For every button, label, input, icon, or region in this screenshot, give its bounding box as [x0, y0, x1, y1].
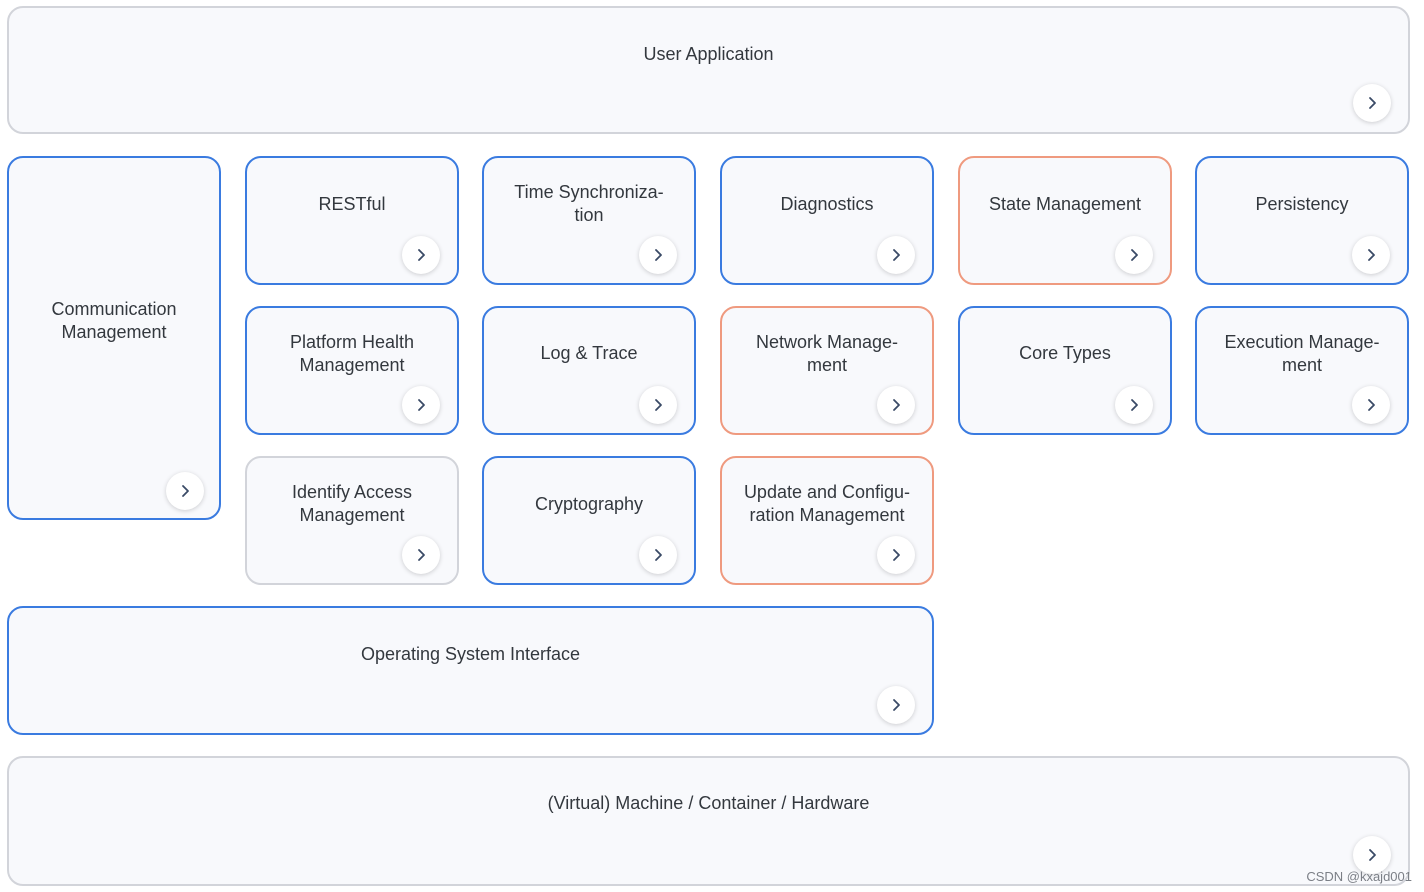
platform-health-management-block[interactable]: Platform Health Management	[245, 306, 459, 435]
cryptography-expand-button[interactable]	[639, 536, 677, 574]
network-management-label: Network Manage- ment	[755, 332, 899, 375]
operating-system-interface-label: Operating System Interface	[360, 644, 581, 664]
chevron-right-icon	[418, 549, 425, 561]
persistency-expand-button[interactable]	[1352, 236, 1390, 274]
chevron-right-icon	[418, 249, 425, 261]
restful-expand-button[interactable]	[402, 236, 440, 274]
user-application-block[interactable]: User Application	[7, 6, 1410, 134]
machine-container-hardware-expand-button[interactable]	[1353, 836, 1391, 874]
operating-system-interface-block[interactable]: Operating System Interface	[7, 606, 934, 735]
identify-access-management-label: Identify Access Management	[291, 482, 413, 525]
platform-health-management-expand-button[interactable]	[402, 386, 440, 424]
network-management-block[interactable]: Network Manage- ment	[720, 306, 934, 435]
core-types-expand-button[interactable]	[1115, 386, 1153, 424]
update-configuration-management-label: Update and Configu- ration Management	[743, 482, 911, 525]
diagnostics-expand-button[interactable]	[877, 236, 915, 274]
chevron-right-icon	[1368, 399, 1375, 411]
chevron-right-icon	[655, 399, 662, 411]
platform-health-management-label: Platform Health Management	[289, 332, 415, 375]
chevron-right-icon	[655, 549, 662, 561]
restful-block[interactable]: RESTful	[245, 156, 459, 285]
communication-management-label: Communication Management	[51, 299, 177, 342]
watermark-text: CSDN @kxajd001	[1306, 869, 1412, 884]
core-types-block[interactable]: Core Types	[958, 306, 1172, 435]
identify-access-management-block[interactable]: Identify Access Management	[245, 456, 459, 585]
communication-management-expand-button[interactable]	[166, 472, 204, 510]
persistency-block[interactable]: Persistency	[1195, 156, 1409, 285]
chevron-right-icon	[1369, 97, 1376, 109]
chevron-right-icon	[655, 249, 662, 261]
restful-label: RESTful	[318, 194, 386, 214]
chevron-right-icon	[1369, 849, 1376, 861]
cryptography-label: Cryptography	[534, 494, 644, 514]
execution-management-expand-button[interactable]	[1352, 386, 1390, 424]
communication-management-block[interactable]: Communication Management	[7, 156, 221, 520]
time-synchronization-block[interactable]: Time Synchroniza- tion	[482, 156, 696, 285]
execution-management-label: Execution Manage- ment	[1224, 332, 1380, 375]
chevron-right-icon	[418, 399, 425, 411]
update-configuration-management-expand-button[interactable]	[877, 536, 915, 574]
chevron-right-icon	[1131, 249, 1138, 261]
log-trace-label: Log & Trace	[540, 343, 638, 363]
state-management-block[interactable]: State Management	[958, 156, 1172, 285]
persistency-label: Persistency	[1255, 194, 1349, 214]
chevron-right-icon	[1131, 399, 1138, 411]
chevron-right-icon	[893, 399, 900, 411]
user-application-expand-button[interactable]	[1353, 84, 1391, 122]
time-synchronization-expand-button[interactable]	[639, 236, 677, 274]
diagnostics-label: Diagnostics	[780, 194, 874, 214]
cryptography-block[interactable]: Cryptography	[482, 456, 696, 585]
chevron-right-icon	[893, 699, 900, 711]
state-management-label: State Management	[988, 194, 1142, 214]
chevron-right-icon	[1368, 249, 1375, 261]
diagnostics-block[interactable]: Diagnostics	[720, 156, 934, 285]
identify-access-management-expand-button[interactable]	[402, 536, 440, 574]
log-trace-expand-button[interactable]	[639, 386, 677, 424]
machine-container-hardware-block[interactable]: (Virtual) Machine / Container / Hardware	[7, 756, 1410, 886]
machine-container-hardware-label: (Virtual) Machine / Container / Hardware	[547, 793, 870, 813]
operating-system-interface-expand-button[interactable]	[877, 686, 915, 724]
state-management-expand-button[interactable]	[1115, 236, 1153, 274]
time-synchronization-label: Time Synchroniza- tion	[514, 182, 664, 225]
log-trace-block[interactable]: Log & Trace	[482, 306, 696, 435]
network-management-expand-button[interactable]	[877, 386, 915, 424]
chevron-right-icon	[893, 249, 900, 261]
chevron-right-icon	[893, 549, 900, 561]
user-application-label: User Application	[643, 44, 774, 64]
execution-management-block[interactable]: Execution Manage- ment	[1195, 306, 1409, 435]
update-configuration-management-block[interactable]: Update and Configu- ration Management	[720, 456, 934, 585]
core-types-label: Core Types	[1019, 343, 1111, 363]
chevron-right-icon	[182, 485, 189, 497]
